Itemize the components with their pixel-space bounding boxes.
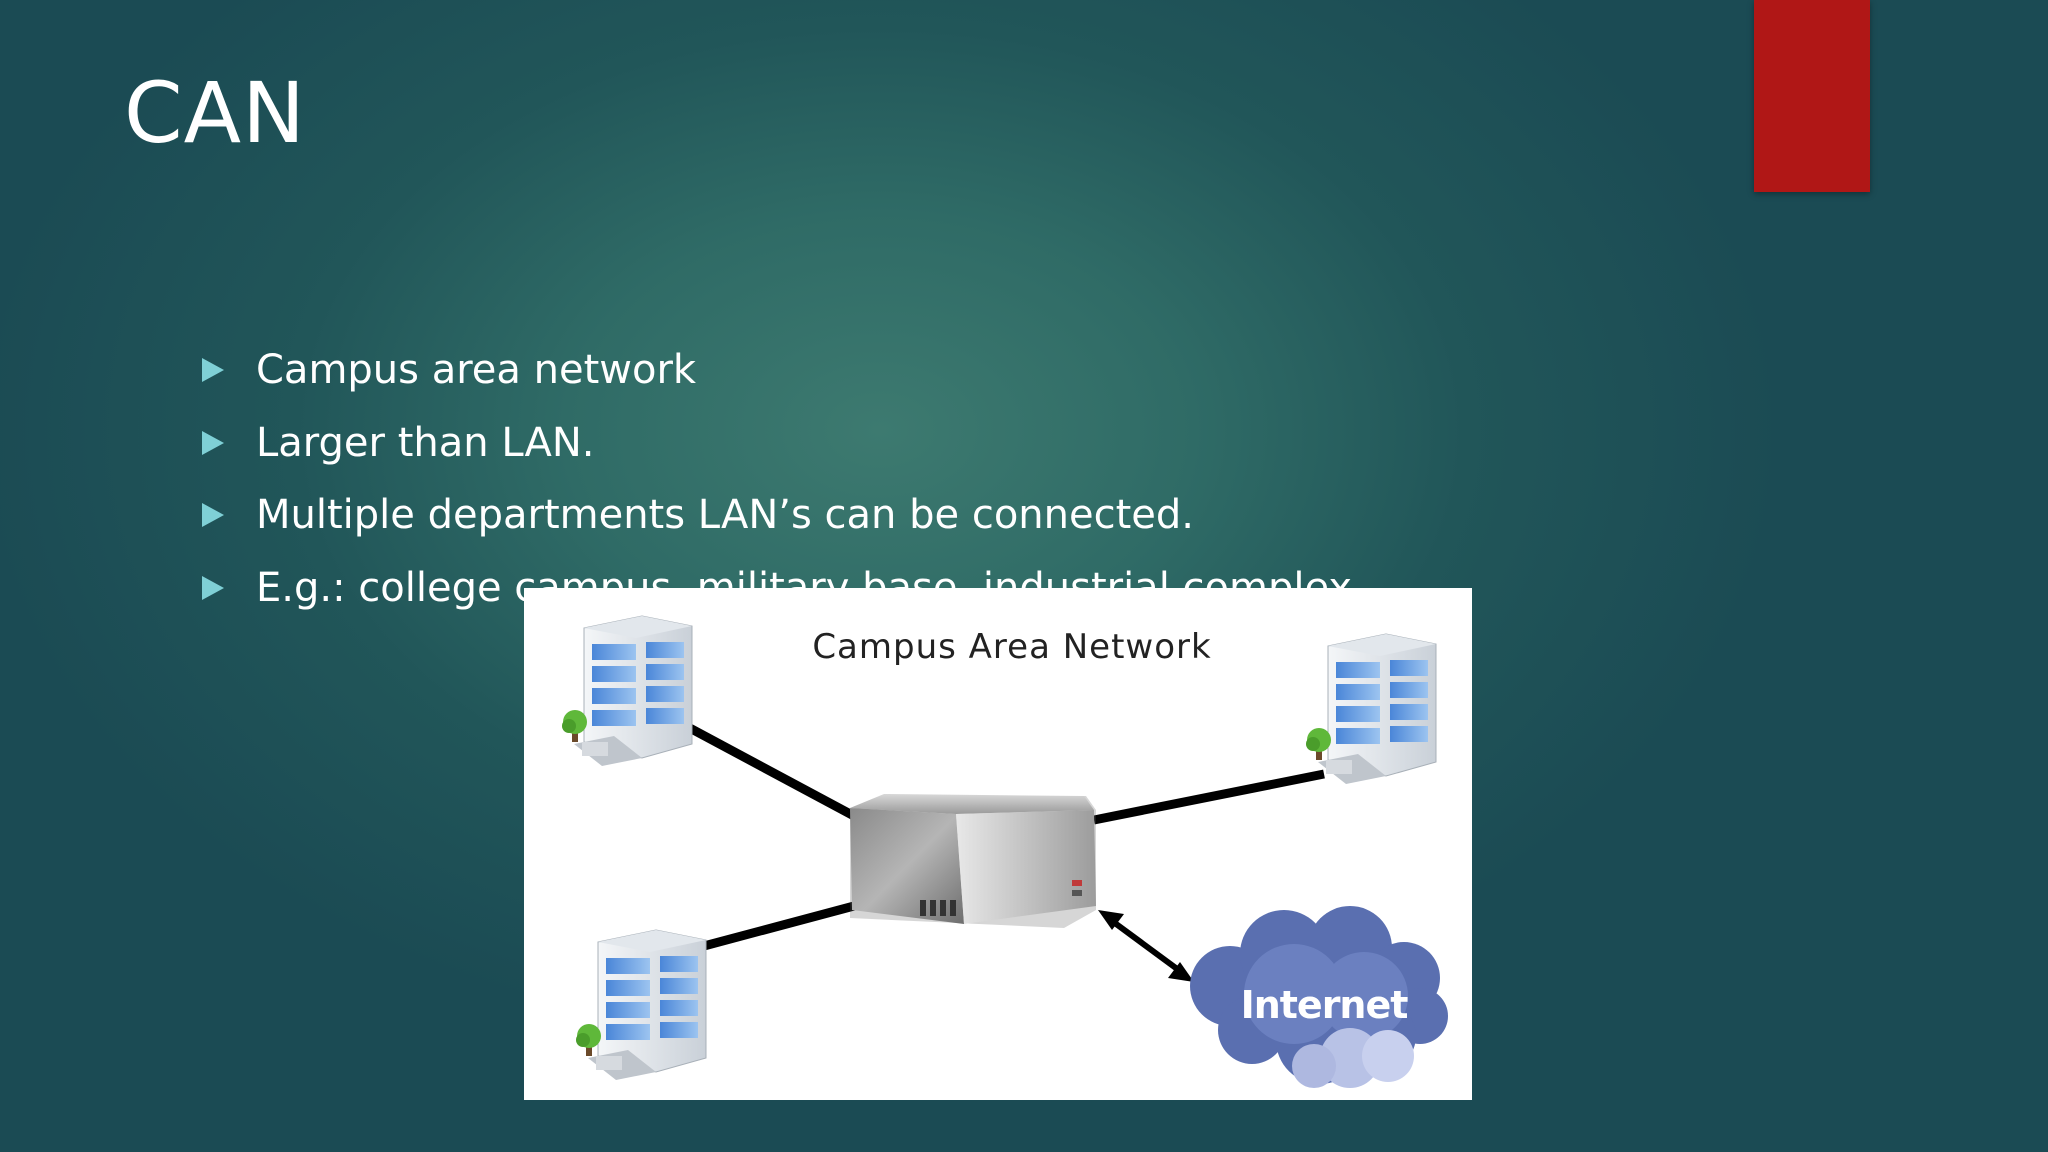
link-arrow [1106,915,1186,977]
triangle-bullet-icon [202,358,224,383]
building-icon [1306,633,1437,785]
triangle-bullet-icon [202,503,224,528]
building-icon [576,929,707,1081]
tree-icon [576,1024,601,1056]
campus-network-diagram: Campus Area Network [524,588,1472,1100]
bullet-item: Larger than LAN. [202,407,1365,480]
link-line [1093,769,1325,825]
server-icon [850,794,1096,928]
bullet-item: Campus area network [202,334,1365,407]
tree-icon [562,710,587,742]
bullet-text: Larger than LAN. [256,419,595,466]
arrow-head-icon [1168,962,1194,982]
triangle-bullet-icon [202,430,224,455]
link-line [702,901,856,951]
bullet-text: Campus area network [256,347,697,394]
triangle-bullet-icon [202,575,224,600]
accent-tab [1754,0,1870,192]
cloud-icon: Internet [1190,906,1448,1088]
cloud-label: Internet [1241,983,1409,1027]
tree-icon [1306,728,1331,760]
link-line [683,722,857,820]
diagram-title: Campus Area Network [812,627,1211,667]
slide-title: CAN [124,64,306,162]
bullet-list: Campus area network Larger than LAN. Mul… [202,334,1365,624]
diagram-canvas: Campus Area Network [562,615,1448,1088]
bullet-item: Multiple departments LAN’s can be connec… [202,479,1365,552]
building-icon [562,615,693,767]
bullet-text: Multiple departments LAN’s can be connec… [256,492,1195,539]
arrow-head-icon [1098,910,1124,930]
